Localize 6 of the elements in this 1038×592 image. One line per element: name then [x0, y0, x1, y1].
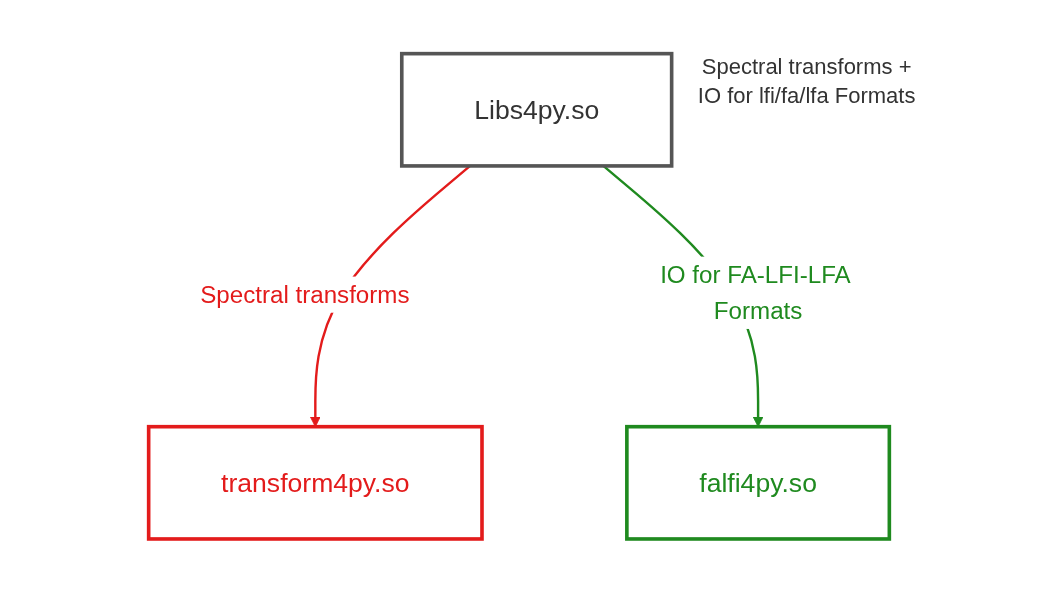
edge-label: Spectral transforms: [200, 280, 410, 308]
node-box: Libs4py.so: [399, 51, 674, 168]
edge-label: IO for FA-LFI-LFA Formats: [660, 260, 850, 324]
node-note: Spectral transforms + IO for lfi/fa/lfa Formats: [696, 53, 917, 110]
node-box: falfi4py.so: [625, 424, 892, 541]
node-box: transform4py.so: [146, 424, 484, 541]
